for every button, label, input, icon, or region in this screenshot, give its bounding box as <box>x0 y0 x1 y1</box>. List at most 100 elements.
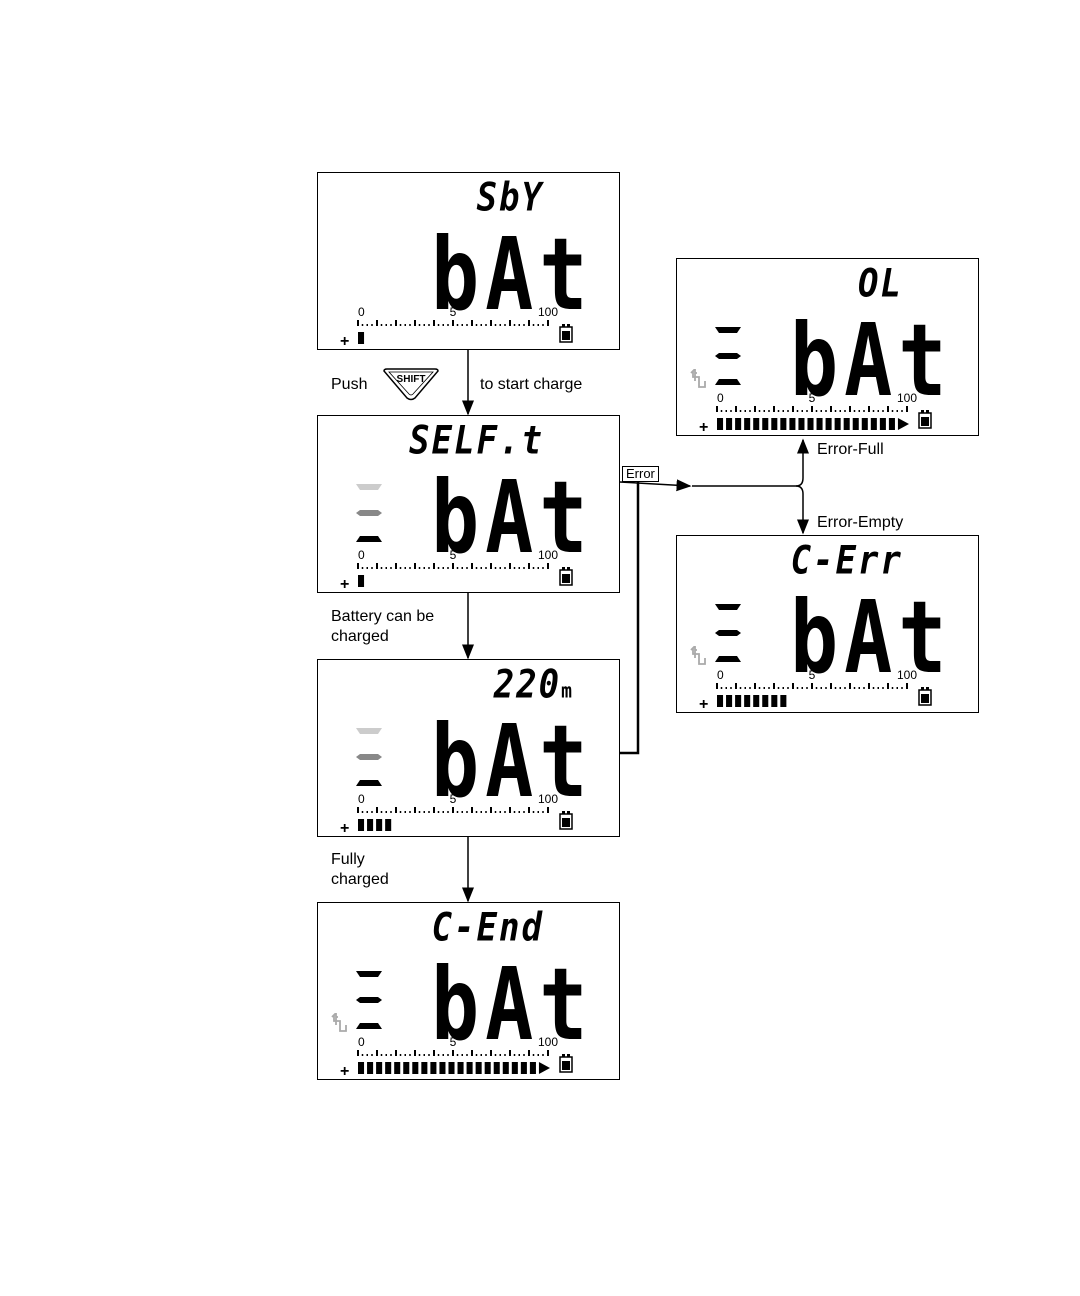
scale-dot <box>749 410 751 412</box>
scale-label-max: 100 <box>538 305 558 319</box>
scale-major-tick <box>509 1050 511 1056</box>
charge-level-bar <box>356 484 382 490</box>
bar-segment <box>530 1062 536 1074</box>
scale-dot <box>485 567 487 569</box>
bar-segment <box>403 1062 409 1074</box>
scale-dot <box>400 1054 402 1056</box>
scale-dot <box>797 410 799 412</box>
plug-icon-path <box>691 646 705 664</box>
scale-dot <box>419 567 421 569</box>
scale-dot <box>802 687 804 689</box>
scale-dot <box>386 324 388 326</box>
scale-dot <box>859 410 861 412</box>
scale-dot <box>457 324 459 326</box>
scale-dot <box>783 410 785 412</box>
scale-dot <box>386 1054 388 1056</box>
scale-dot <box>844 687 846 689</box>
bar-segment <box>880 418 886 430</box>
bar-segment <box>753 695 759 707</box>
scale-dot <box>759 687 761 689</box>
scale-dot <box>821 410 823 412</box>
scale-dot <box>495 324 497 326</box>
charge-level-bar <box>356 1023 382 1029</box>
scale-dot <box>514 324 516 326</box>
scale-major-tick <box>433 320 435 326</box>
scale-dot <box>438 324 440 326</box>
bar-segment <box>358 332 364 344</box>
scale-major-tick <box>357 563 359 569</box>
scale-dot <box>495 567 497 569</box>
scale-dot <box>759 410 761 412</box>
charge-level-bar <box>715 353 741 359</box>
battery-fill <box>562 1061 570 1070</box>
charge-level-bar <box>356 728 382 734</box>
scale-dot <box>419 324 421 326</box>
scale-dot <box>504 811 506 813</box>
scale-dot <box>390 811 392 813</box>
scale-dot <box>538 811 540 813</box>
charge-level-bar <box>715 630 741 636</box>
bar-segment <box>753 418 759 430</box>
scale-dot <box>466 811 468 813</box>
bar-segment <box>780 695 786 707</box>
scale-major-tick <box>849 406 851 412</box>
top-readout: SELF.t <box>409 418 544 464</box>
scale-dot <box>533 1054 535 1056</box>
arrow-error-main <box>620 482 690 486</box>
scale-dot <box>726 410 728 412</box>
scale-dot <box>523 1054 525 1056</box>
scale-dot <box>424 324 426 326</box>
scale-dot <box>500 811 502 813</box>
battery-fill <box>921 417 929 426</box>
scale-dot <box>457 811 459 813</box>
scale-major-tick <box>528 320 530 326</box>
scale-dot <box>485 1054 487 1056</box>
bar-segment <box>430 1062 436 1074</box>
scale-dot <box>806 410 808 412</box>
scale-dot <box>863 687 865 689</box>
scale-dot <box>816 687 818 689</box>
scale-major-tick <box>509 563 511 569</box>
plug-icon-path <box>691 369 705 387</box>
scale-major-tick <box>792 406 794 412</box>
bar-segment <box>807 418 813 430</box>
battery-fill <box>562 574 570 583</box>
scale-dot <box>457 567 459 569</box>
battery-terminal <box>567 1054 570 1057</box>
bar-segment <box>358 819 364 831</box>
bar-segment <box>421 1062 427 1074</box>
bar-segment <box>744 695 750 707</box>
scale-major-tick <box>528 1050 530 1056</box>
scale-major-tick <box>376 807 378 813</box>
scale-dot <box>438 811 440 813</box>
scale-dot <box>466 1054 468 1056</box>
scale-dot <box>840 687 842 689</box>
scale-major-tick <box>792 683 794 689</box>
scale-major-tick <box>547 563 549 569</box>
bar-segment <box>771 695 777 707</box>
scale-dot <box>485 324 487 326</box>
top-readout: OL <box>858 261 903 307</box>
scale-dot <box>835 410 837 412</box>
scale-dot <box>424 811 426 813</box>
bar-segment <box>476 1062 482 1074</box>
bar-segment <box>467 1062 473 1074</box>
scale-major-tick <box>414 1050 416 1056</box>
scale-dot <box>519 324 521 326</box>
plus-sign: + <box>340 1063 349 1080</box>
scale-major-tick <box>830 406 832 412</box>
bar-segment <box>439 1062 445 1074</box>
scale-dot <box>390 324 392 326</box>
scale-dot <box>806 687 808 689</box>
bar-segment <box>358 575 364 587</box>
scale-dot <box>854 410 856 412</box>
scale-dot <box>878 410 880 412</box>
scale-major-tick <box>452 807 454 813</box>
bar-segment <box>717 418 723 430</box>
charge-level-bar <box>715 656 741 662</box>
scale-dot <box>892 687 894 689</box>
bar-segment <box>394 1062 400 1074</box>
scale-dot <box>797 687 799 689</box>
scale-dot <box>500 324 502 326</box>
scale-dot <box>495 811 497 813</box>
